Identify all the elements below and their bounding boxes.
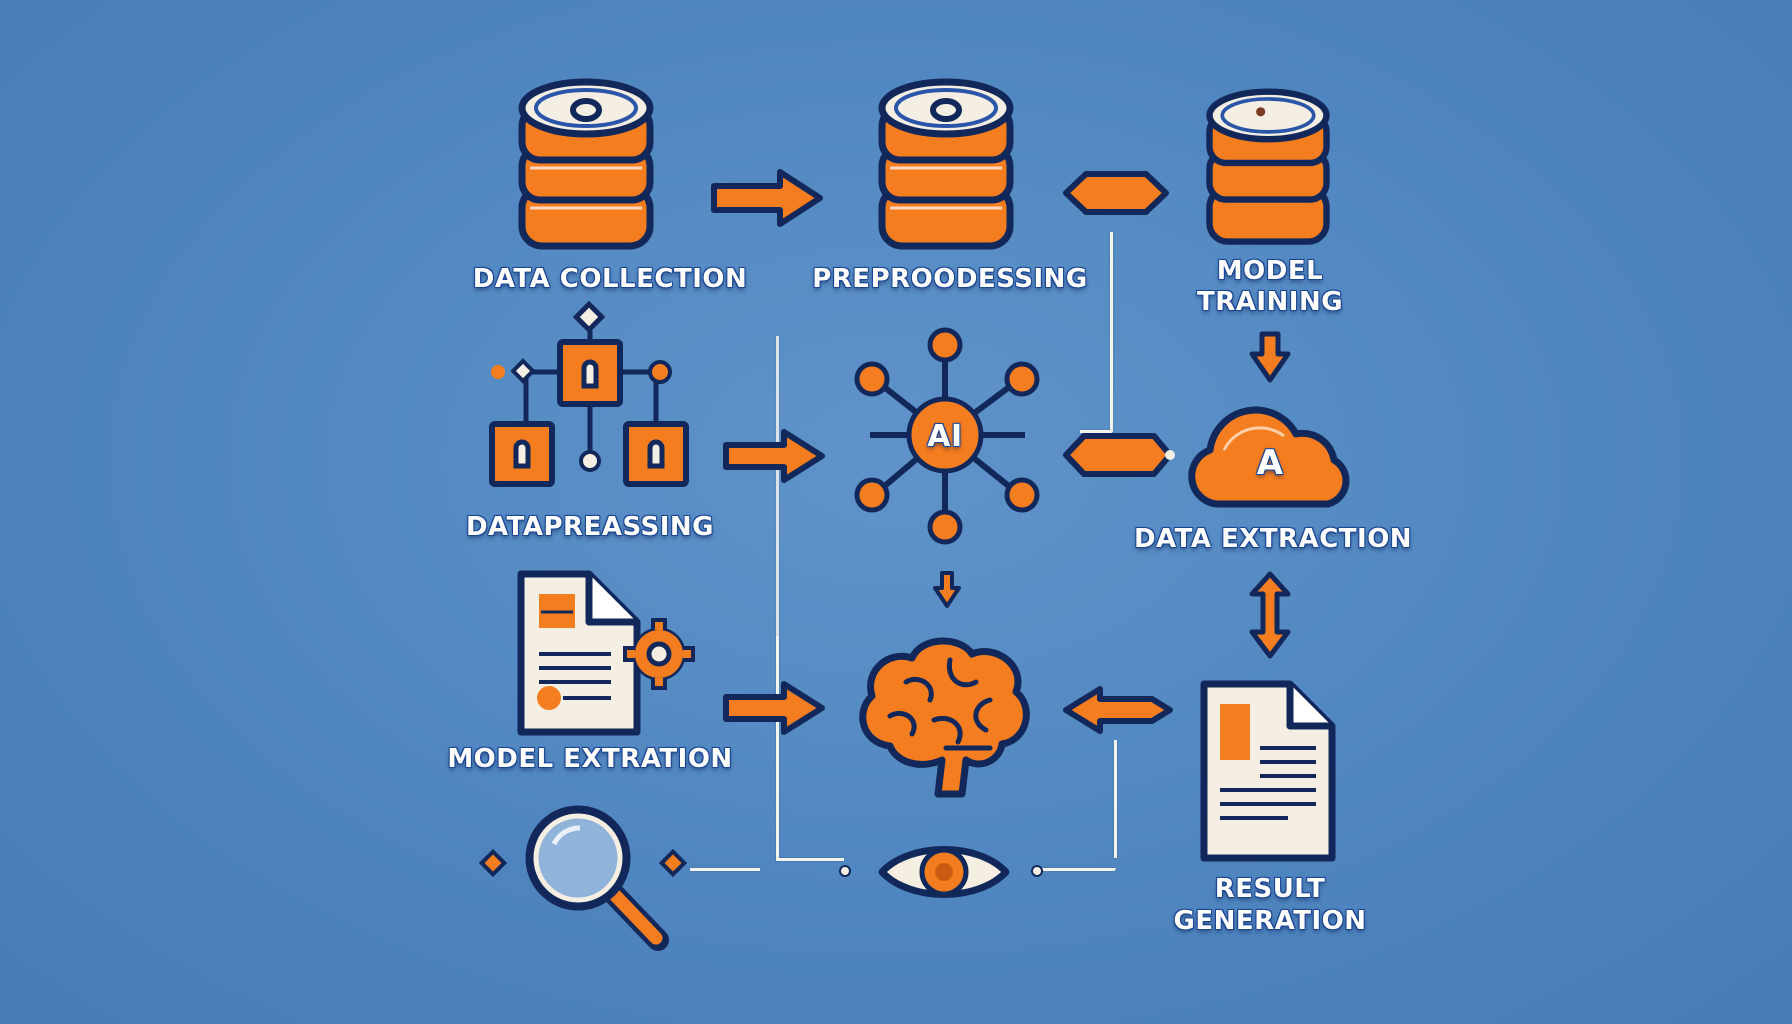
- arrow-right-icon: [720, 428, 828, 488]
- arrow-left-icon: [1062, 685, 1174, 739]
- arrow-right-icon: [720, 680, 828, 740]
- node-label-data-collection: DATA COLLECTION: [472, 264, 748, 294]
- connector-line: [1114, 740, 1117, 858]
- arrow-right-icon: [708, 168, 826, 232]
- document-gear-icon: [515, 568, 695, 742]
- arrow-left-icon: [1062, 170, 1170, 220]
- arrow-up-down-icon: [1246, 570, 1294, 664]
- arrow-down-icon: [932, 570, 962, 614]
- connector-line: [1080, 430, 1112, 433]
- cloud-letter: A: [1256, 443, 1284, 483]
- ai-hub-label: AI: [927, 419, 963, 454]
- database-icon: [876, 78, 1016, 257]
- node-label-data-extraction: DATA EXTRACTION: [1133, 524, 1413, 554]
- node-label-result-generation-line2: GENERATION: [1173, 906, 1367, 936]
- eye-icon: [876, 840, 1012, 908]
- node-label-model-training-line1: MODEL: [1216, 256, 1324, 286]
- diamond-node-icon: [478, 848, 508, 882]
- hierarchy-icon: [480, 300, 689, 494]
- connector-line: [690, 868, 760, 871]
- node-label-datapreassing: DATAPREASSING: [465, 512, 715, 542]
- document-icon: [1198, 678, 1338, 868]
- database-icon: [1204, 88, 1332, 252]
- connector-line: [776, 336, 779, 636]
- ai-network-icon: [850, 325, 1040, 549]
- connector-line: [1040, 868, 1116, 871]
- connector-line: [776, 636, 779, 861]
- brain-icon: [850, 630, 1040, 804]
- database-icon: [516, 78, 656, 257]
- connector-dot-icon: [838, 863, 852, 882]
- node-label-model-training-line2: TRAINING: [1196, 287, 1344, 317]
- cloud-icon: [1184, 400, 1358, 516]
- connector-line: [776, 858, 844, 861]
- arrow-down-icon: [1248, 330, 1292, 388]
- node-label-model-extration: MODEL EXTRATION: [447, 744, 733, 774]
- arrow-left-icon: [1062, 432, 1175, 482]
- node-label-result-generation-line1: RESULT: [1214, 874, 1326, 904]
- connector-dot-icon: [1030, 863, 1044, 882]
- connector-line: [1110, 232, 1113, 432]
- node-label-preprocessing: PREPROODESSING: [812, 264, 1088, 294]
- magnifier-icon: [520, 800, 680, 964]
- diamond-node-icon: [658, 848, 688, 882]
